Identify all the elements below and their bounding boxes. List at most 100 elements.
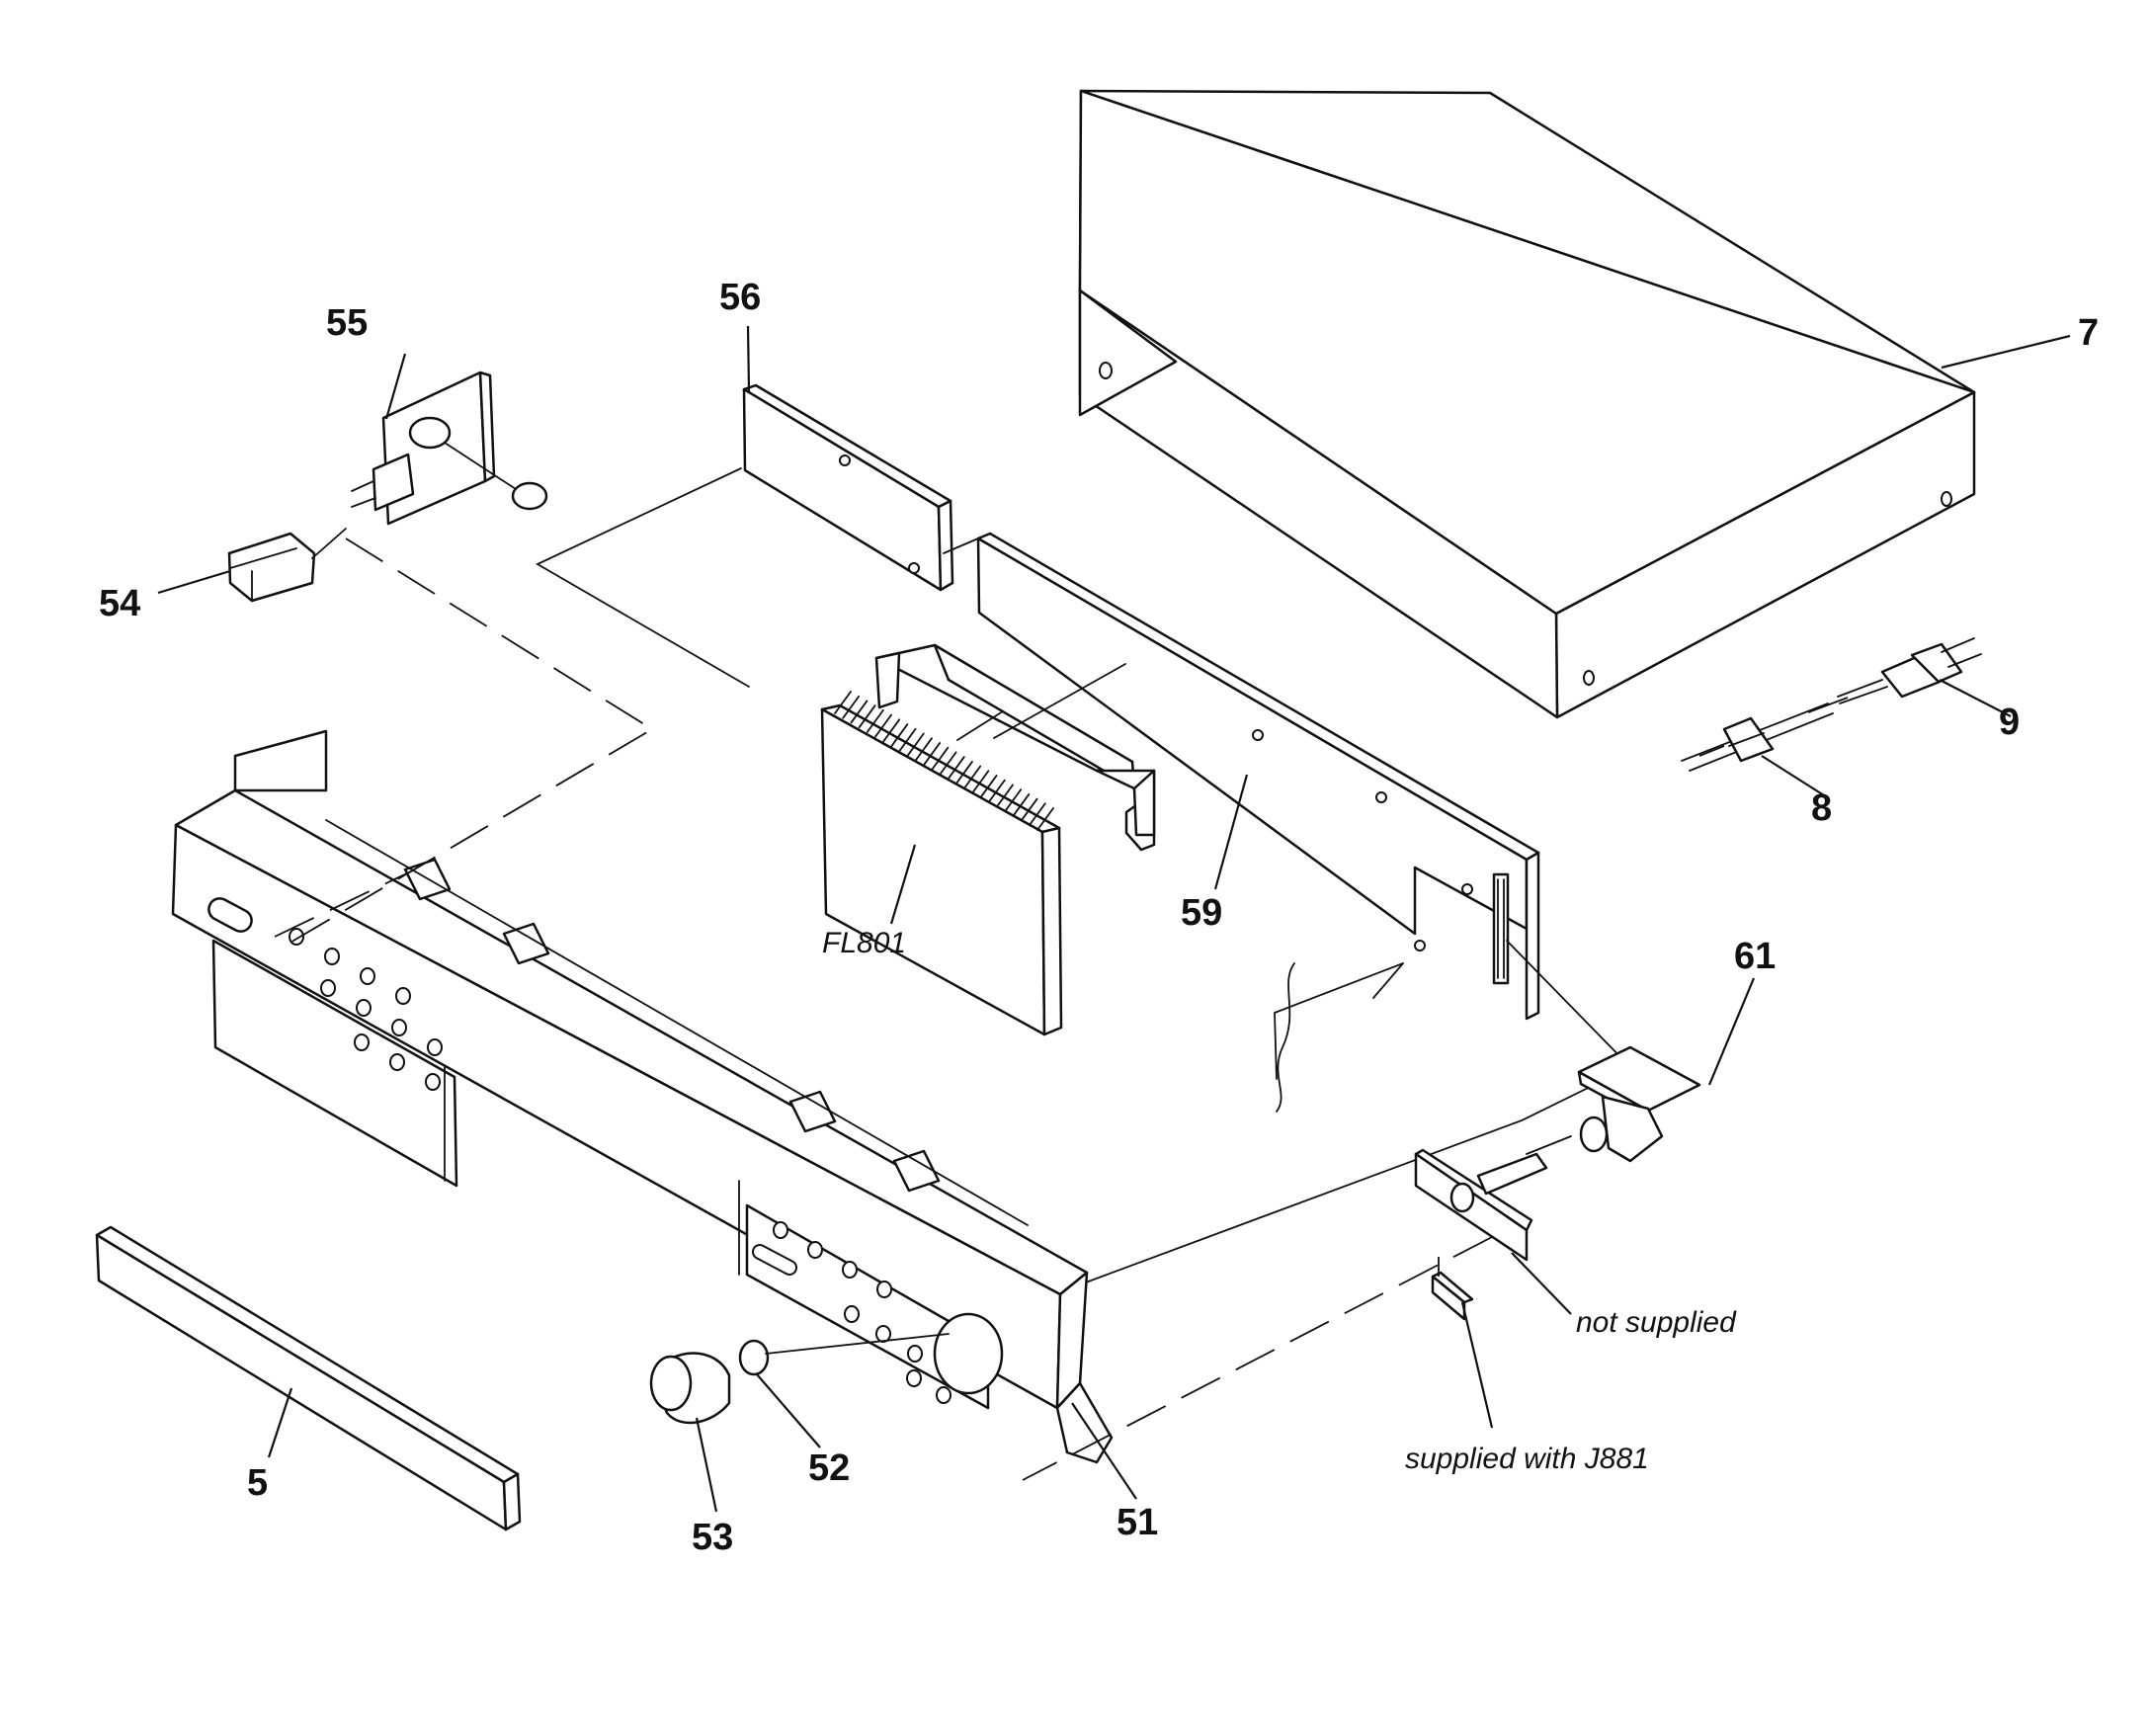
callout-8: 8 (1811, 787, 1833, 829)
callout-7: 7 (2078, 312, 2100, 354)
panel-button-hole (391, 1019, 407, 1036)
callout-59: 59 (1181, 892, 1223, 934)
board-link-line (943, 537, 979, 554)
leader-supplied-with (1460, 1301, 1494, 1429)
display-pin (939, 751, 957, 776)
display-pin (1036, 807, 1054, 831)
callout-61: 61 (1734, 936, 1777, 977)
clip-part (1431, 1271, 1474, 1321)
display-pin (874, 713, 892, 738)
leader-53 (695, 1417, 718, 1513)
panel-button-hole (425, 1073, 441, 1091)
top-cover-part (1078, 89, 1976, 719)
leader-61 (1707, 977, 1756, 1086)
display-pin (923, 742, 942, 766)
front-trim-part (95, 1225, 522, 1531)
display-pins (834, 691, 1054, 831)
leader-51 (1071, 1402, 1137, 1500)
callout-55: 55 (326, 302, 369, 344)
display-pin (898, 727, 917, 752)
display-pin (1028, 802, 1046, 827)
display-pin (955, 760, 973, 785)
supplied-with-note: supplied with J881 (1405, 1443, 1649, 1475)
display-pin (1012, 792, 1031, 817)
leader-52 (756, 1373, 821, 1448)
panel-slot (751, 1244, 798, 1276)
switch-board-part (351, 371, 548, 526)
front-panel-part (171, 729, 1114, 1464)
board-56-guide-line (536, 467, 750, 688)
switch-button-part (227, 528, 347, 603)
ribbon-cable-edge (1372, 962, 1404, 999)
display-pin (906, 732, 925, 757)
panel-button-hole (356, 999, 372, 1017)
display-pin (1004, 788, 1023, 813)
display-pin (987, 779, 1006, 803)
ribbon-cable (1274, 962, 1404, 1080)
callout-52: 52 (808, 1447, 851, 1489)
display-pin (915, 737, 933, 762)
strain-relief-part (1681, 703, 1834, 772)
panel-button-hole (395, 987, 411, 1005)
panel-button-hole (906, 1369, 922, 1387)
panel-button-hole (324, 948, 340, 965)
jack-board-part (1526, 1045, 1701, 1163)
panel-button-hole (389, 1053, 405, 1071)
callout-5: 5 (247, 1462, 269, 1504)
display-pin (996, 784, 1014, 808)
leader-5 (267, 1387, 293, 1458)
leader-not-supplied (1511, 1252, 1572, 1315)
board-59-guide-line (1066, 940, 1632, 1290)
panel-button-hole (427, 1038, 443, 1056)
main-board-part (976, 532, 1540, 1021)
leader-55 (384, 353, 407, 420)
panel-button-hole (360, 967, 375, 985)
display-pin (963, 765, 982, 789)
panel-button-hole (773, 1221, 788, 1239)
leader-54 (157, 569, 231, 595)
jack-alignment-line (1022, 1236, 1493, 1481)
display-pin (971, 770, 990, 794)
display-bracket-part (874, 643, 1156, 852)
callout-54: 54 (99, 583, 141, 624)
panel-button-hole (875, 1325, 891, 1343)
panel-button-hole (907, 1345, 923, 1363)
display-pin (850, 700, 869, 724)
panel-buttons (289, 928, 951, 1404)
knob-guide-line (765, 1333, 950, 1355)
leader-59 (1213, 774, 1249, 890)
display-pin (947, 756, 965, 780)
callout-fl801: FL801 (822, 927, 907, 959)
display-pin (1020, 797, 1038, 822)
display-pin (866, 708, 884, 733)
tube-guide-line (956, 710, 1004, 741)
switch-alignment-line-2 (274, 868, 416, 938)
display-pin (890, 723, 909, 747)
bracket-guide-line (993, 663, 1126, 739)
jack-bracket-part (1414, 1148, 1548, 1262)
leader-fl801 (889, 844, 917, 925)
leader-56 (746, 325, 751, 392)
ribbon-cable-end (1276, 962, 1295, 1113)
display-pin (882, 718, 901, 743)
display-pin (858, 704, 876, 729)
display-pin (979, 775, 998, 798)
cord-alignment-line-2 (1807, 697, 1849, 713)
power-plug-part (1837, 637, 1982, 704)
knob-part (649, 1352, 731, 1425)
panel-button-hole (320, 979, 336, 997)
callout-51: 51 (1117, 1502, 1159, 1543)
callout-53: 53 (692, 1517, 734, 1558)
panel-button-hole (936, 1386, 951, 1404)
not-supplied-note: not supplied (1576, 1306, 1736, 1339)
panel-button-hole (354, 1033, 370, 1051)
display-pin (931, 746, 950, 771)
callout-56: 56 (719, 277, 762, 318)
small-board-part (742, 383, 954, 592)
display-tube-part (820, 691, 1063, 1036)
knob-ring-part (738, 1339, 770, 1376)
leader-8 (1761, 755, 1825, 796)
leader-9 (1939, 679, 2012, 717)
